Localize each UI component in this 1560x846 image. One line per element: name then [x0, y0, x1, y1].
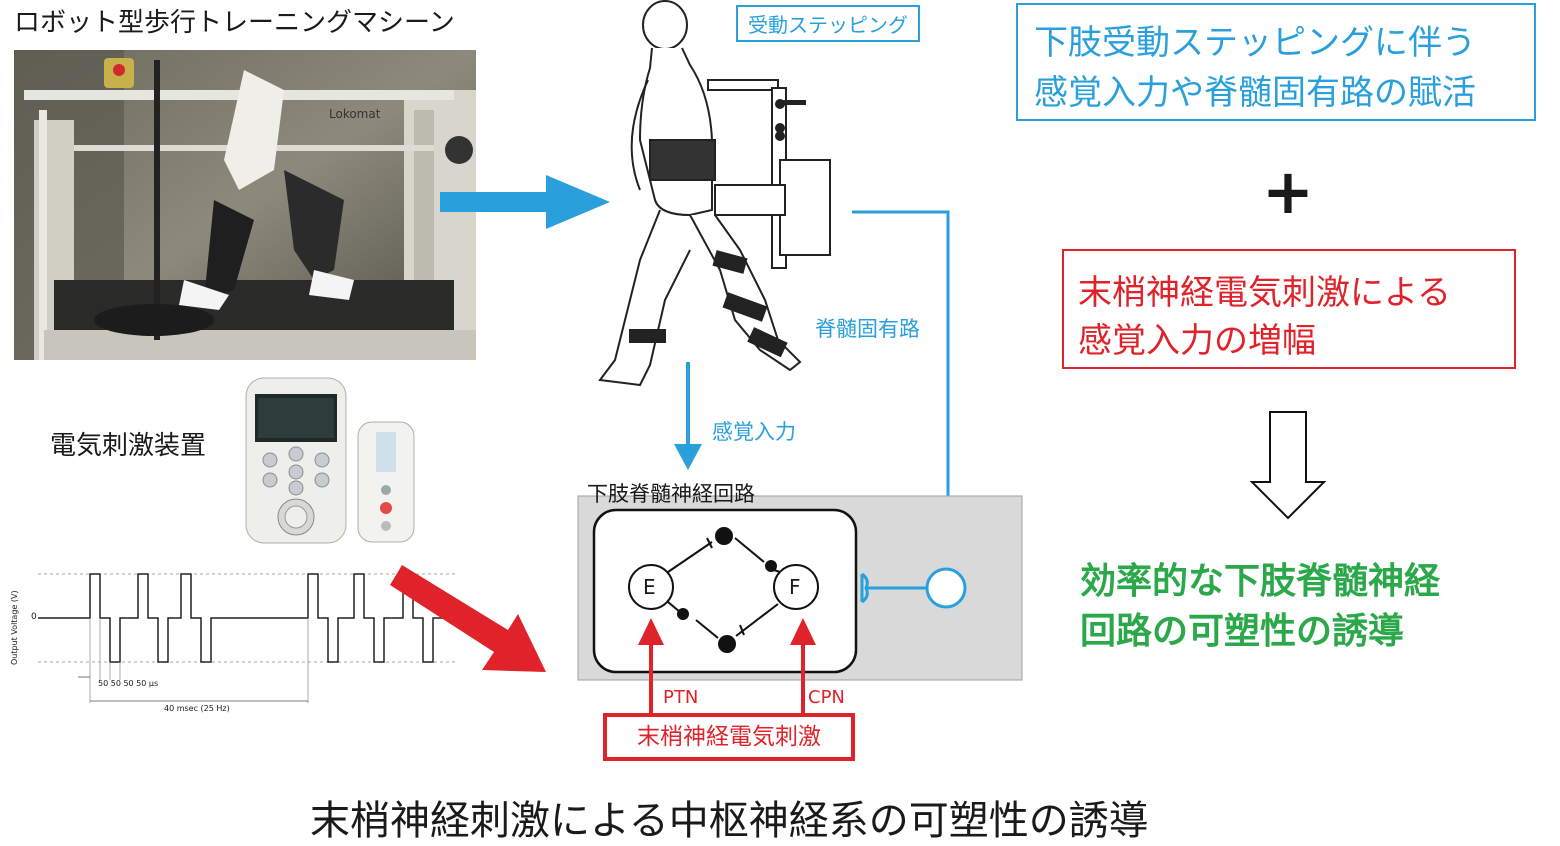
passive-stepping-label: 受動ステッピング — [736, 5, 920, 42]
stim-amplify-box-line2: 感覚入力の増幅 — [1078, 321, 1316, 361]
waveform-zero-label: 0 — [31, 612, 37, 622]
hollow-down-arrow — [1249, 411, 1327, 520]
robot-photo-illustration: Lokomat — [14, 50, 484, 360]
spinal-path-label: 脊髄固有路 — [815, 317, 920, 341]
peripheral-stim-box: 末梢神経電気刺激 — [603, 713, 855, 761]
cpn-label: CPN — [808, 687, 845, 708]
waveform-period-label: 40 msec (25 Hz) — [164, 704, 230, 713]
circuit-inner-box — [592, 508, 858, 674]
stim-amplify-box: 末梢神経電気刺激による 感覚入力の増幅 — [1062, 249, 1516, 369]
blue-arrow-down-sensory — [674, 362, 702, 470]
node-e — [628, 564, 674, 610]
svg-text:Lokomat: Lokomat — [329, 107, 381, 121]
waveform-pulse-width-label: 50 50 50 50 μs — [98, 679, 159, 688]
robot-title: ロボット型歩行トレーニングマシーン — [14, 8, 455, 38]
bottom-title: 末梢神経刺激による中枢神経系の可塑性の誘導 — [310, 798, 1149, 844]
stim-device-image — [240, 372, 420, 552]
result-line1: 効率的な下肢脊髄神経 — [1080, 561, 1441, 602]
node-e-label: E — [643, 575, 656, 599]
passive-stepping-box-line2: 感覚入力や脊髄固有路の賦活 — [1034, 73, 1476, 113]
waveform-svg — [38, 573, 458, 703]
neural-circuit — [628, 527, 819, 653]
receptor-connection — [860, 567, 967, 609]
result-line2: 回路の可塑性の誘導 — [1080, 611, 1405, 652]
stim-amplify-box-line1: 末梢神経電気刺激による — [1078, 273, 1451, 313]
red-arrow-diagonal — [390, 565, 546, 672]
node-f — [773, 564, 819, 610]
sensory-input-label: 感覚入力 — [712, 420, 796, 444]
passive-stepping-box: 下肢受動ステッピングに伴う 感覚入力や脊髄固有路の賦活 — [1016, 3, 1536, 121]
robot-photo: Lokomat — [14, 50, 484, 360]
interneuron-top — [715, 527, 733, 545]
passive-stepping-box-line1: 下肢受動ステッピングに伴う — [1034, 23, 1476, 63]
blue-arrow-right — [440, 175, 610, 229]
ptn-label: PTN — [663, 687, 699, 708]
stim-device-illustration — [245, 377, 415, 544]
walking-figure — [598, 0, 831, 387]
waveform-plot: Output Voltage (V) 0 50 50 50 50 μs 40 m… — [8, 565, 468, 725]
red-arrow-cpn — [790, 618, 816, 715]
interneuron-bottom — [718, 635, 736, 653]
circuit-title: 下肢脊髄神経回路 — [587, 482, 755, 506]
red-arrow-ptn — [638, 618, 664, 715]
node-f-label: F — [789, 575, 801, 599]
device-title: 電気刺激装置 — [50, 431, 207, 461]
plus-sign: + — [1262, 155, 1314, 228]
